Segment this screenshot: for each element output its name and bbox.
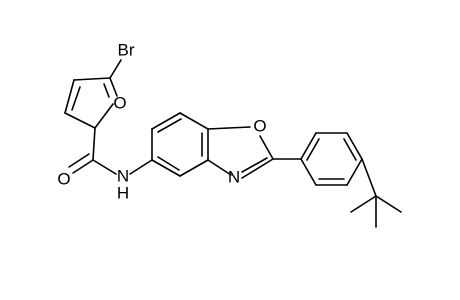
bond-phenyl-6 — [300, 158, 317, 186]
bond-carbonyl-n — [92, 159, 117, 175]
bond-furan-c3-c2 — [64, 112, 96, 129]
bond-benzo-6-double — [157, 156, 180, 171]
bond-tbutyl-methyl-right — [375, 195, 402, 213]
bond-furan-c4-c3 — [64, 79, 75, 114]
bond-br-c5 — [109, 59, 122, 79]
bond-phenyl-4 — [346, 158, 363, 186]
bond-carbonyl-o — [72, 159, 94, 174]
bond-furan-o-c5 — [109, 77, 118, 97]
bond-oxazole-c7a-o — [207, 126, 251, 130]
bond-oxazole-n-c3a — [207, 159, 232, 176]
bond-carbonyl-o-double — [68, 153, 90, 168]
bond-phenyl-tbutyl — [361, 158, 377, 197]
bond-benzo-2 — [151, 112, 181, 130]
bond-furan-c2-o — [94, 103, 114, 129]
bromine-label: Br — [118, 40, 135, 59]
bonds — [64, 59, 402, 228]
bond-furan-c5-c4 — [73, 77, 111, 81]
amide-nitrogen-label: N — [117, 166, 129, 185]
bond-oxazole-c2-n — [241, 158, 274, 179]
bond-furan-c5-o-double — [103, 83, 110, 98]
oxazole-nitrogen-label: N — [228, 167, 240, 186]
bond-oxazole-o-c2 — [259, 135, 274, 160]
bond-benzo-5 — [179, 159, 209, 177]
bond-phenyl-1-double — [306, 138, 320, 161]
bond-benzo-6 — [151, 159, 181, 177]
carbonyl-oxygen-label: O — [57, 169, 70, 188]
bond-benzo-2-double — [157, 118, 182, 133]
amide-hydrogen-label: H — [117, 183, 129, 202]
bond-tbutyl-methyl-left — [350, 195, 377, 213]
atom-labels: Br O O N H O N — [57, 40, 266, 202]
bond-phenyl-1 — [300, 132, 317, 160]
bond-furan-carbonyl — [92, 127, 96, 161]
oxazole-oxygen-label: O — [253, 116, 266, 135]
bond-n-aryl — [129, 159, 153, 175]
bond-phenyl-3-double — [343, 138, 357, 161]
furan-oxygen-label: O — [113, 93, 126, 112]
bond-oxazole-c2-n-double — [241, 157, 268, 173]
bond-furan-c4-c3-double — [71, 86, 81, 111]
bond-benzo-3 — [179, 112, 209, 130]
bond-phenyl-3 — [346, 132, 363, 160]
